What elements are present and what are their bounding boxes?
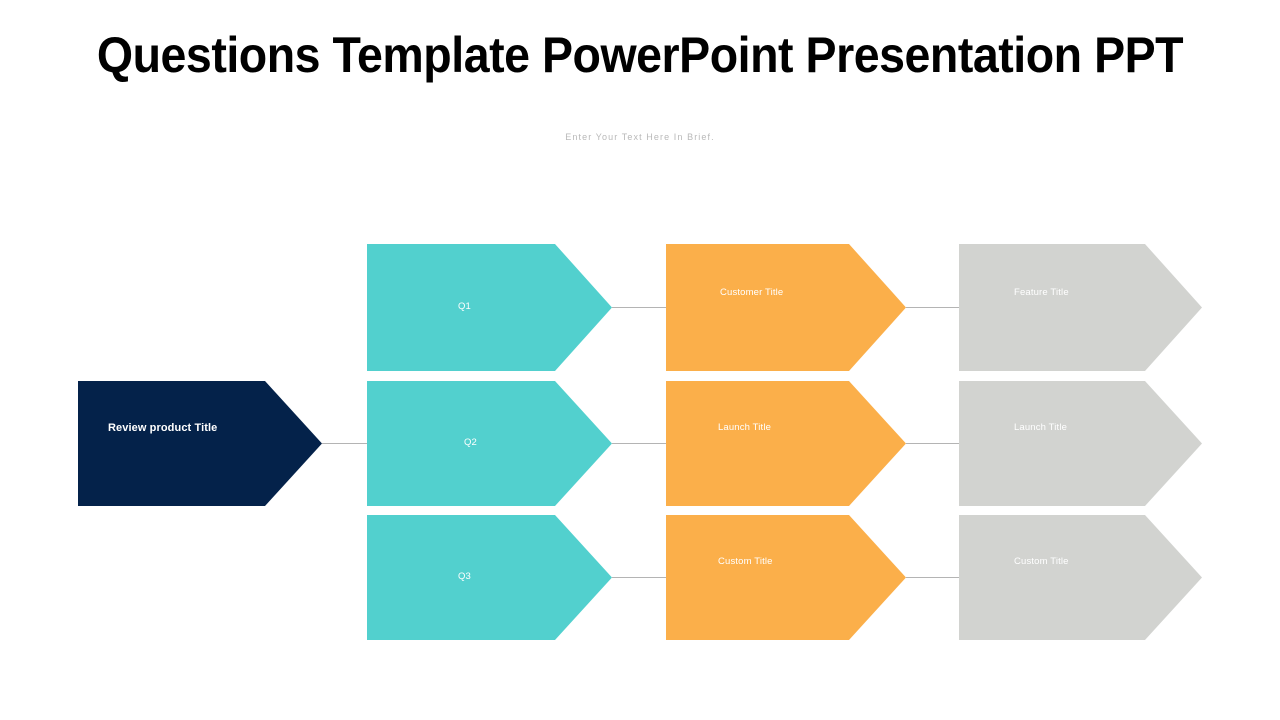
chevron-feature-title[interactable]: [959, 244, 1202, 371]
page-title: Questions Template PowerPoint Presentati…: [96, 27, 1184, 83]
chevron-custom-title-orange[interactable]: [666, 515, 906, 640]
slide-subtitle: Enter Your Text Here In Brief.: [565, 132, 715, 142]
chevron-root-review-product[interactable]: [78, 381, 322, 506]
chevron-q1[interactable]: [367, 244, 612, 371]
chevron-q3[interactable]: [367, 515, 612, 640]
chevron-launch-title-gray[interactable]: [959, 381, 1202, 506]
connector-lines: [322, 307, 959, 578]
chevron-customer-title[interactable]: [666, 244, 906, 371]
chevron-q2[interactable]: [367, 381, 612, 506]
chevron-launch-title-orange[interactable]: [666, 381, 906, 506]
chevron-custom-title-gray[interactable]: [959, 515, 1202, 640]
